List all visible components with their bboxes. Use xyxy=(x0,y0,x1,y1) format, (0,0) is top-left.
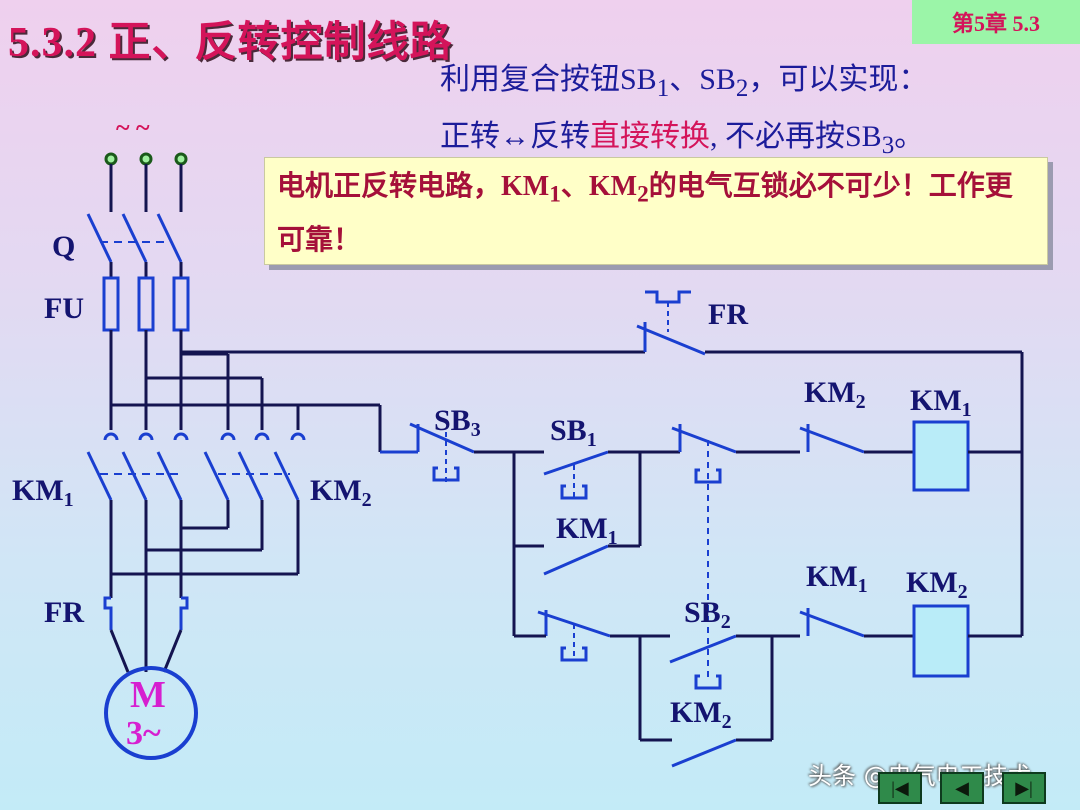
previous-slide-button[interactable]: ◀ xyxy=(940,772,984,804)
fr-control-contact xyxy=(636,290,706,356)
chapter-badge: 第5章 5.3 xyxy=(912,0,1080,44)
motor-label-m: M xyxy=(130,674,166,716)
km1-interlock-label: KM1 xyxy=(806,560,868,597)
fuses-fu xyxy=(102,276,190,332)
sb1-nc-reverse xyxy=(537,610,611,662)
km2-coil xyxy=(912,604,970,678)
km-main-contacts xyxy=(86,432,306,501)
km1-interlock-contact xyxy=(799,608,865,638)
switch-label: Q xyxy=(52,230,75,263)
fuse-label: FU xyxy=(44,292,84,325)
sb3-stop-button xyxy=(380,422,475,482)
supply-terminals xyxy=(104,152,188,166)
fr-main-label: FR xyxy=(44,596,84,629)
sb2-label: SB2 xyxy=(684,596,731,633)
motor xyxy=(104,666,198,760)
page-title: 5.3.2 正、反转控制线路 xyxy=(8,20,453,66)
switch-q xyxy=(86,213,183,263)
sb2-no-reverse xyxy=(669,634,737,690)
sb2-nc-forward xyxy=(671,424,737,680)
km2-interlock-contact xyxy=(799,424,865,454)
motor-label-3: 3~ xyxy=(126,715,161,752)
next-slide-button[interactable]: ▶| xyxy=(1002,772,1046,804)
km1-main-label: KM1 xyxy=(12,474,74,511)
km2-main-label: KM2 xyxy=(310,474,372,511)
description-line-2: 正转↔反转直接转换, 不必再按SB3。 xyxy=(440,120,925,159)
km2-interlock-label: KM2 xyxy=(804,376,866,413)
km2-hold-label: KM2 xyxy=(670,696,732,733)
main-circuit xyxy=(86,152,645,760)
interlock-note: 电机正反转电路，KM1、KM2的电气互锁必不可少！工作更可靠！ xyxy=(264,157,1048,265)
supply-label: ~ ~ xyxy=(116,113,150,142)
sb3-label: SB3 xyxy=(434,404,481,441)
thermal-relay-fr-main xyxy=(103,596,189,630)
description: 利用复合按钮SB1、SB2，可以实现： 正转↔反转直接转换, 不必再按SB3。 xyxy=(440,56,928,170)
km1-coil-label: KM1 xyxy=(910,384,972,421)
sb1-forward-button xyxy=(543,450,609,500)
km1-hold-label: KM1 xyxy=(556,512,618,549)
km1-holding-contact xyxy=(543,544,609,576)
control-circuit xyxy=(380,290,1024,768)
description-line-1: 利用复合按钮SB1、SB2，可以实现： xyxy=(440,63,929,102)
km2-holding-contact xyxy=(671,738,737,768)
km1-coil xyxy=(912,420,970,492)
fr-control-label: FR xyxy=(708,298,748,331)
km2-coil-label: KM2 xyxy=(906,566,968,603)
first-slide-button[interactable]: |◀ xyxy=(878,772,922,804)
sb1-label: SB1 xyxy=(550,414,597,451)
